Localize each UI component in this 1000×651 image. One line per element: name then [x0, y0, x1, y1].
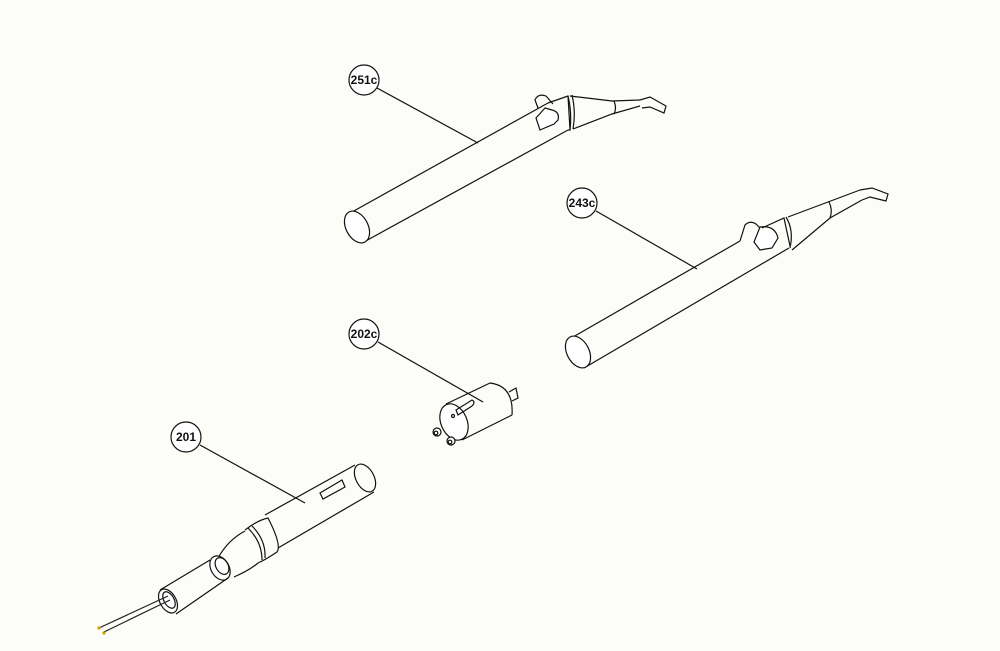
callout-label-201: 201 — [176, 430, 196, 444]
part-202c — [432, 382, 519, 446]
callout-251c: 251c — [348, 64, 479, 144]
callout-label-243c: 243c — [569, 196, 596, 210]
callout-202c: 202c — [348, 318, 484, 403]
callout-243c: 243c — [566, 187, 698, 270]
callout-label-251c: 251c — [351, 73, 378, 87]
part-251c — [343, 94, 667, 244]
callout-label-202c: 202c — [351, 327, 378, 341]
part-243c — [564, 187, 889, 369]
part-201 — [97, 463, 377, 635]
callout-201: 201 — [170, 421, 306, 504]
